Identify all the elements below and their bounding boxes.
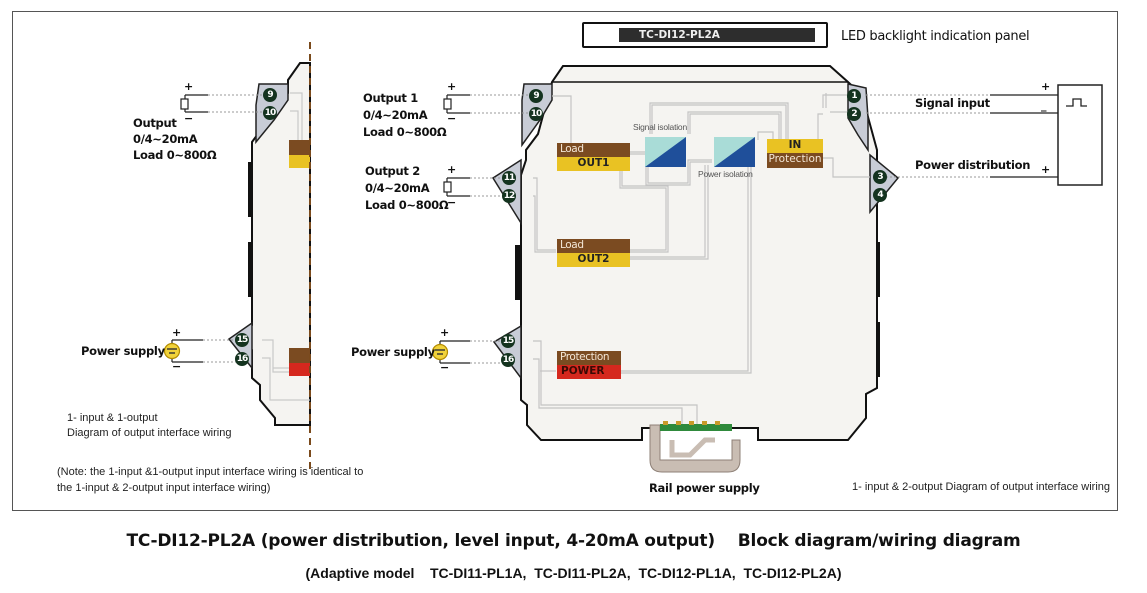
main-module <box>431 65 1103 473</box>
output2-label-line1: Output 2 <box>365 164 420 178</box>
signal-input-label: Signal input <box>915 96 990 110</box>
terminal-2: 2 <box>847 107 861 121</box>
terminal-16-left: 16 <box>235 352 249 366</box>
left-output-resistor-icon <box>180 98 189 110</box>
left-battery-icon <box>163 342 181 360</box>
left-output-label-line3: Load 0~800Ω <box>133 148 217 162</box>
left-output-label-line2: 0/4~20mA <box>133 132 198 146</box>
output1-wiring <box>443 94 528 114</box>
signal-input-minus: _ <box>1041 99 1047 112</box>
left-power-minus: − <box>172 360 182 373</box>
output1-label-line2: 0/4~20mA <box>363 108 428 122</box>
main-module-side-rail-right <box>876 242 880 297</box>
left-output-wire <box>184 94 208 113</box>
left-module-side-rail <box>248 162 252 217</box>
output2-wiring <box>443 177 505 197</box>
page-title: TC-DI12-PL2A (power distribution, level … <box>126 531 1021 551</box>
output1-label-line3: Load 0~800Ω <box>363 125 447 139</box>
note-line2: the 1-input & 2-output input interface w… <box>57 482 271 494</box>
in-block-top: IN <box>767 139 823 153</box>
power-block-top: Protection <box>557 351 621 365</box>
signal-isolation-label: Signal isolation <box>633 122 687 132</box>
left-caption-line1: 1- input & 1-output <box>67 412 158 424</box>
left-out-block-yellow <box>289 155 310 168</box>
main-power-plus: + <box>440 326 450 339</box>
terminal-9-left: 9 <box>263 88 277 102</box>
signal-input-plus: + <box>1041 80 1051 93</box>
left-module-side-rail <box>248 242 252 297</box>
in-block-bottom: Protection <box>767 153 823 168</box>
output2-resistor-icon <box>443 181 452 193</box>
signal-input-wiring <box>866 94 1058 178</box>
out2-block-bottom: OUT2 <box>557 253 630 267</box>
terminal-12: 12 <box>502 189 516 203</box>
left-caption-line2: Diagram of output interface wiring <box>67 427 232 439</box>
left-module <box>163 42 311 470</box>
left-output-plus: + <box>184 80 194 93</box>
sensor-box <box>1057 84 1103 186</box>
power-distribution-plus: + <box>1041 163 1051 176</box>
power-block-bottom: POWER <box>557 365 621 379</box>
terminal-10-left: 10 <box>263 106 277 120</box>
main-module-side-rail <box>515 245 520 300</box>
note-line1: (Note: the 1-input &1-output input inter… <box>57 466 364 478</box>
page-subtitle: (Adaptive model TC-DI11-PL1A, TC-DI11-PL… <box>305 565 842 581</box>
left-power-supply-label: Power supply <box>81 344 165 358</box>
terminal-15: 15 <box>501 334 515 348</box>
left-power-block-red <box>289 363 310 376</box>
terminal-16: 16 <box>501 353 515 367</box>
terminal-1: 1 <box>847 89 861 103</box>
power-isolator-icon <box>714 137 755 167</box>
power-distribution-label: Power distribution <box>915 158 1031 172</box>
power-isolation-label: Power isolation <box>698 169 753 179</box>
output1-label-line1: Output 1 <box>363 91 418 105</box>
left-output-label-line1: Output <box>133 116 177 130</box>
output2-label-line2: 0/4~20mA <box>365 181 430 195</box>
out2-block-top: Load Regulator <box>557 239 630 264</box>
rail-power-supply-label: Rail power supply <box>649 481 760 495</box>
terminal-15-left: 15 <box>235 333 249 347</box>
left-power-block-brown <box>289 348 310 363</box>
led-indication-panel: TC-DI12-PL2A <box>582 22 828 48</box>
terminal-11: 11 <box>502 171 516 185</box>
left-output-minus: − <box>184 112 194 125</box>
out1-block-top: Load Regulator <box>557 143 630 168</box>
out1-block-bottom: OUT1 <box>557 157 630 171</box>
output1-resistor-icon <box>443 98 452 110</box>
main-power-wiring <box>439 340 506 364</box>
led-display-text: TC-DI12-PL2A <box>619 28 815 42</box>
led-panel-caption: LED backlight indication panel <box>841 29 1030 44</box>
output1-minus: − <box>447 112 457 125</box>
output2-minus: − <box>447 196 457 209</box>
terminal-block-3-4 <box>869 153 900 215</box>
main-caption: 1- input & 2-output Diagram of output in… <box>852 481 1111 493</box>
signal-isolator-icon <box>645 137 686 167</box>
terminal-9: 9 <box>529 89 543 103</box>
output2-plus: + <box>447 163 457 176</box>
left-output-dashed-lead <box>208 94 262 113</box>
internal-wiring <box>533 93 870 425</box>
terminal-4: 4 <box>873 188 887 202</box>
din-rail-icon <box>649 421 741 473</box>
pulse-signal-icon <box>1066 98 1087 107</box>
main-power-minus: − <box>440 361 450 374</box>
left-internal-wire <box>290 92 303 140</box>
main-module-side-rail-right <box>876 322 880 377</box>
output2-label-line3: Load 0~800Ω <box>365 198 449 212</box>
left-out-block-brown <box>289 140 310 155</box>
output1-plus: + <box>447 80 457 93</box>
main-power-supply-label: Power supply <box>351 345 435 359</box>
left-power-plus: + <box>172 326 182 339</box>
terminal-3: 3 <box>873 170 887 184</box>
terminal-10: 10 <box>529 107 543 121</box>
main-battery-icon <box>431 343 449 361</box>
left-power-wire <box>171 339 203 363</box>
